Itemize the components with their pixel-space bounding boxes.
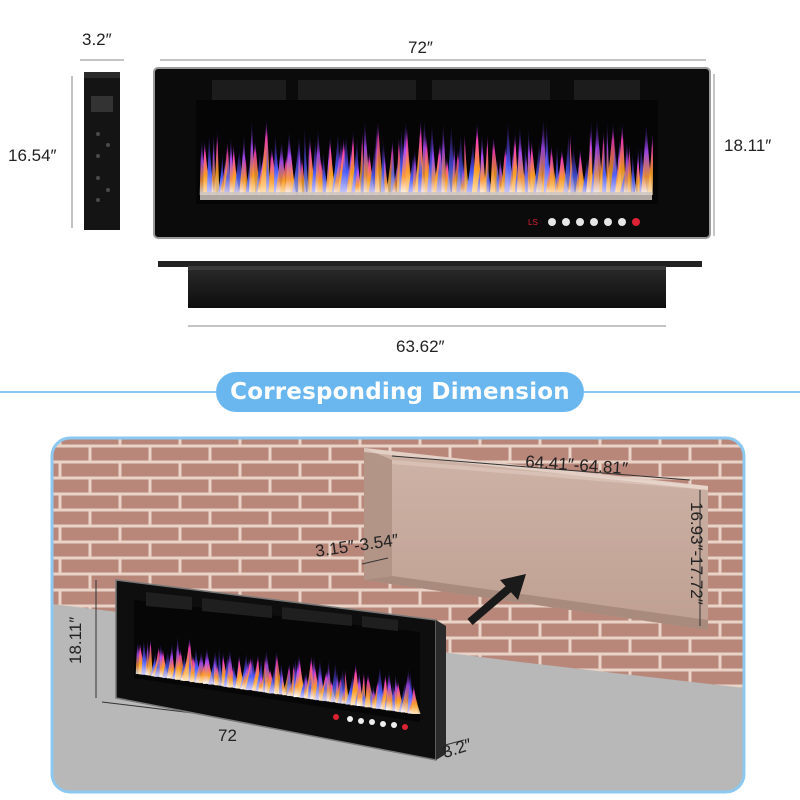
- flame-shape: [524, 141, 532, 195]
- install-illustration: [50, 436, 746, 794]
- flame-shape: [229, 134, 237, 195]
- flame-shape: [298, 137, 303, 195]
- flame-shape: [266, 134, 271, 195]
- flame-shape: [363, 116, 372, 195]
- flame-shape: [496, 155, 502, 195]
- flame-shape: [637, 155, 644, 195]
- flame-shape: [344, 667, 351, 705]
- front-view-fireplace: LS: [153, 67, 711, 239]
- flame-shape: [396, 679, 406, 712]
- flame-shape: [203, 139, 212, 195]
- flame-shape: [281, 665, 287, 695]
- flame-shape: [372, 684, 379, 709]
- flame-shape: [570, 146, 583, 195]
- width-label: 72″: [408, 38, 433, 57]
- top-dimension-drawing: LS: [71, 59, 715, 327]
- flame-shape: [562, 131, 571, 195]
- flame-shape: [549, 143, 559, 195]
- flame-shape: [232, 662, 240, 688]
- flame-shape: [138, 642, 147, 675]
- flame-shape: [464, 131, 470, 195]
- unit-height-label: 18.11″: [66, 616, 85, 664]
- arrow-icon: [467, 574, 526, 626]
- flame-shape: [616, 122, 627, 195]
- control-buttons: LS: [528, 218, 640, 227]
- flame-shape: [627, 143, 634, 195]
- install-fireplace: [115, 579, 446, 761]
- flame-shape: [214, 129, 220, 195]
- flame-shape: [213, 651, 219, 686]
- flame-shape: [304, 124, 310, 195]
- flame-shape: [298, 656, 306, 698]
- flame-shape: [211, 130, 216, 195]
- flame-shape: [499, 154, 506, 195]
- flame-shape: [232, 143, 240, 195]
- separator-left: [0, 391, 216, 393]
- side-height-label: 16.54″: [8, 146, 57, 165]
- flame-shape: [265, 647, 274, 693]
- flame-shape: [431, 132, 439, 195]
- flame-shape: [486, 158, 493, 195]
- flame-shape: [362, 685, 369, 707]
- flame-shape: [309, 137, 317, 195]
- flame-shape: [405, 123, 414, 195]
- flame-shape: [147, 637, 153, 676]
- recess-height-label: 16.93″-17.72″: [687, 502, 706, 605]
- flame-shape: [194, 646, 203, 683]
- side-profile: [84, 72, 120, 230]
- bottom-width-label: 63.62″: [396, 337, 445, 356]
- flame-shape: [208, 659, 214, 685]
- flame-shape: [274, 133, 282, 195]
- flame-shape: [370, 685, 376, 708]
- flame-shape: [578, 147, 587, 195]
- install-flame-display: [135, 634, 421, 715]
- section-banner: Corresponding Dimension: [216, 372, 584, 412]
- flame-shape: [394, 672, 402, 712]
- flame-shape: [384, 144, 390, 195]
- flame-shape: [188, 646, 193, 682]
- flame-shape: [376, 119, 385, 195]
- flame-shape: [392, 680, 399, 712]
- svg-text:LS: LS: [528, 218, 538, 227]
- flame-shape: [291, 151, 296, 195]
- flame-shape: [527, 127, 535, 195]
- flame-shape: [647, 131, 654, 195]
- depth-label: 3.2″: [82, 30, 112, 49]
- separator-right: [584, 391, 800, 393]
- flame-shape: [322, 150, 330, 195]
- flame-display: [199, 116, 654, 195]
- flame-shape: [237, 654, 245, 689]
- flame-shape: [631, 152, 637, 195]
- flame-shape: [274, 650, 284, 695]
- flame-shape: [589, 128, 595, 195]
- flame-shape: [479, 131, 487, 195]
- unit-width-label: 72: [218, 726, 237, 745]
- flame-shape: [530, 139, 539, 195]
- bottom-view: [158, 261, 702, 308]
- flame-shape: [411, 684, 421, 715]
- flame-shape: [639, 144, 648, 195]
- flame-shape: [465, 139, 475, 195]
- flame-shape: [159, 642, 167, 678]
- front-height-label: 18.11″: [724, 136, 772, 155]
- flame-shape: [424, 134, 433, 195]
- flame-shape: [535, 116, 547, 195]
- flame-shape: [312, 664, 322, 700]
- flame-shape: [218, 645, 224, 686]
- flame-shape: [161, 648, 169, 678]
- dimension-lines: [71, 59, 715, 327]
- flame-shape: [318, 664, 326, 701]
- install-control-buttons: [333, 714, 408, 730]
- flame-shape: [328, 135, 337, 195]
- flame-shape: [222, 653, 230, 687]
- flame-shape: [606, 117, 611, 195]
